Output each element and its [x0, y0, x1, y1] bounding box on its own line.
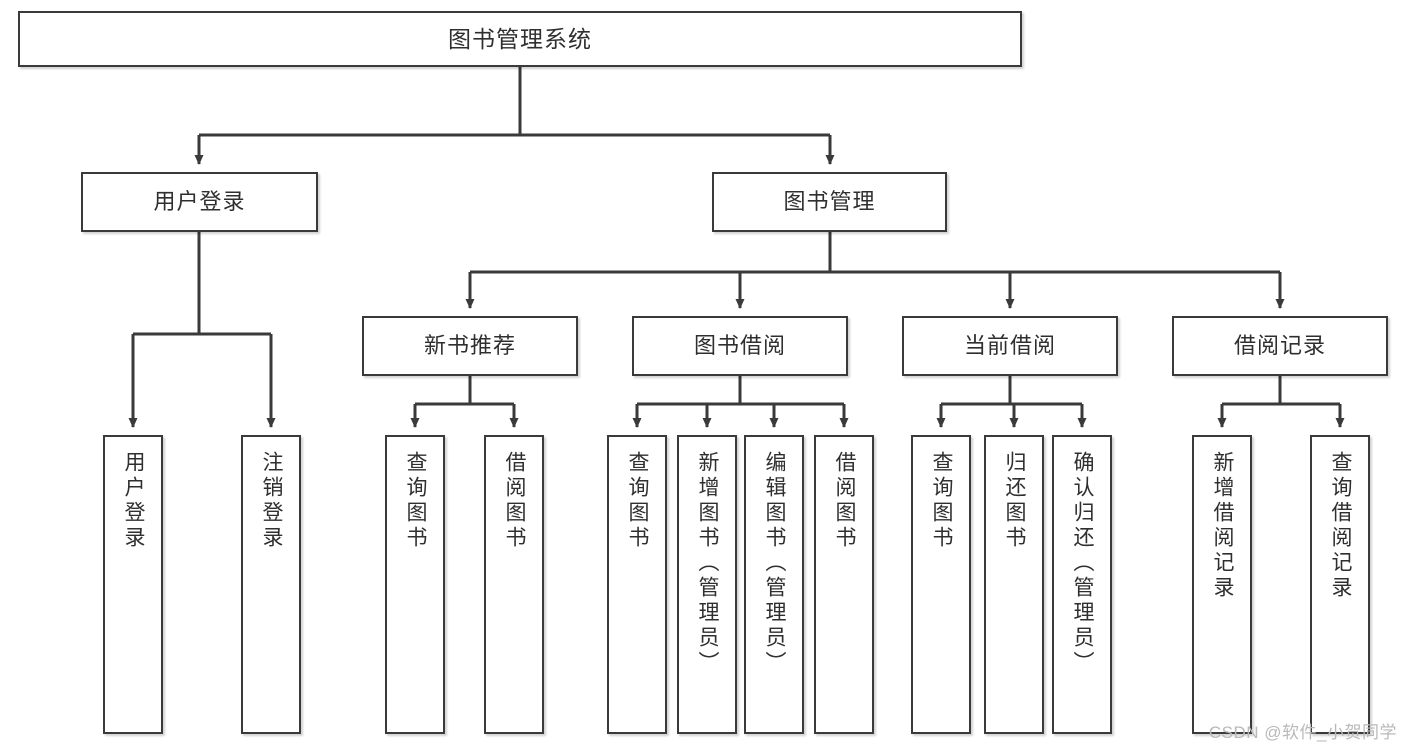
node-leaf-query-book-2-label: 查询图书	[626, 451, 650, 551]
node-borrow-record-label: 借阅记录	[1233, 333, 1326, 359]
watermark-text: CSDN @软件_小贺同学	[1208, 723, 1397, 742]
node-leaf-confirm-return-label: 确认归还（管理员）	[1071, 451, 1095, 676]
node-borrow-record[interactable]: 借阅记录	[1172, 316, 1388, 376]
node-book-borrow[interactable]: 图书借阅	[632, 316, 848, 376]
node-leaf-query-book-3[interactable]: 查询图书	[911, 435, 971, 734]
node-leaf-user-login-label: 用户登录	[122, 451, 146, 551]
node-leaf-logout[interactable]: 注销登录	[241, 435, 301, 734]
node-user-login-label: 用户登录	[153, 189, 246, 215]
node-leaf-query-book-1[interactable]: 查询图书	[385, 435, 445, 734]
node-leaf-borrow-book-1[interactable]: 借阅图书	[484, 435, 544, 734]
node-leaf-query-record-label: 查询借阅记录	[1329, 451, 1353, 601]
node-book-borrow-label: 图书借阅	[693, 333, 786, 359]
node-leaf-add-record-label: 新增借阅记录	[1211, 451, 1235, 601]
node-leaf-user-login[interactable]: 用户登录	[103, 435, 163, 734]
node-root-label: 图书管理系统	[448, 25, 592, 52]
node-current-borrow-label: 当前借阅	[963, 333, 1056, 359]
node-leaf-add-book[interactable]: 新增图书（管理员）	[677, 435, 737, 734]
node-root[interactable]: 图书管理系统	[18, 11, 1022, 67]
node-leaf-logout-label: 注销登录	[260, 451, 284, 551]
node-leaf-query-book-2[interactable]: 查询图书	[607, 435, 667, 734]
node-new-book-recommend-label: 新书推荐	[423, 333, 516, 359]
node-leaf-return-book-label: 归还图书	[1003, 451, 1027, 551]
node-book-manage[interactable]: 图书管理	[712, 172, 947, 232]
node-leaf-add-book-label: 新增图书（管理员）	[696, 451, 720, 676]
node-leaf-edit-book-label: 编辑图书（管理员）	[763, 451, 787, 676]
node-leaf-borrow-book-2-label: 借阅图书	[833, 451, 857, 551]
node-leaf-borrow-book-1-label: 借阅图书	[503, 451, 527, 551]
node-leaf-query-record[interactable]: 查询借阅记录	[1310, 435, 1370, 734]
node-leaf-query-book-3-label: 查询图书	[930, 451, 954, 551]
node-leaf-add-record[interactable]: 新增借阅记录	[1192, 435, 1252, 734]
node-current-borrow[interactable]: 当前借阅	[902, 316, 1118, 376]
node-leaf-confirm-return[interactable]: 确认归还（管理员）	[1052, 435, 1112, 734]
node-leaf-borrow-book-2[interactable]: 借阅图书	[814, 435, 874, 734]
node-leaf-edit-book[interactable]: 编辑图书（管理员）	[744, 435, 804, 734]
node-leaf-return-book[interactable]: 归还图书	[984, 435, 1044, 734]
node-user-login[interactable]: 用户登录	[81, 172, 318, 232]
node-new-book-recommend[interactable]: 新书推荐	[362, 316, 578, 376]
node-leaf-query-book-1-label: 查询图书	[404, 451, 428, 551]
node-book-manage-label: 图书管理	[783, 189, 876, 215]
